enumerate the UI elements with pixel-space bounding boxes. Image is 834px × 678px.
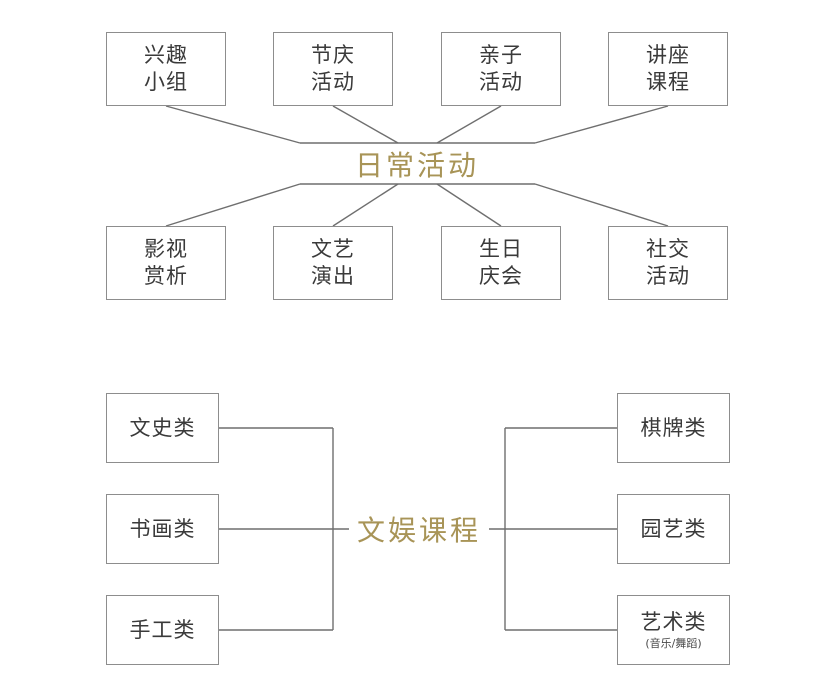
connector-bottom-3 xyxy=(436,183,502,227)
node-label-line2: 小组 xyxy=(144,70,188,94)
hub-label-daily-activities: 日常活动 xyxy=(327,148,507,182)
node-label-line2: 课程 xyxy=(646,70,690,94)
connector-top-1 xyxy=(165,105,301,144)
node-label-line1: 讲座 xyxy=(646,43,690,68)
node-course-right-3[interactable]: 艺术类 (音乐/舞蹈) xyxy=(617,595,730,665)
node-daily-top-2[interactable]: 节庆 活动 xyxy=(273,32,393,106)
node-label-line1: 书画类 xyxy=(129,516,196,541)
node-daily-bottom-3[interactable]: 生日 庆会 xyxy=(441,226,561,300)
node-label-line1: 文艺 xyxy=(311,237,355,262)
node-label-line1: 影视 xyxy=(144,237,188,262)
node-label-line2: 赏析 xyxy=(144,264,188,288)
node-label-line1: 节庆 xyxy=(311,43,355,68)
connector-top-3 xyxy=(436,105,502,144)
node-label-line1: 亲子 xyxy=(479,43,523,68)
node-daily-top-4[interactable]: 讲座 课程 xyxy=(608,32,728,106)
connector-bottom-4 xyxy=(534,183,669,227)
node-label-line1: 棋牌类 xyxy=(640,415,707,440)
node-label-line2: 庆会 xyxy=(479,264,523,288)
connector-bottom-2 xyxy=(332,183,399,227)
node-label-line1: 园艺类 xyxy=(640,516,707,541)
node-label-line1: 文史类 xyxy=(129,415,196,440)
node-daily-top-3[interactable]: 亲子 活动 xyxy=(441,32,561,106)
node-course-left-3[interactable]: 手工类 xyxy=(106,595,219,665)
node-label-subtitle: (音乐/舞蹈) xyxy=(645,637,702,651)
connector-bottom-1 xyxy=(165,183,301,227)
node-daily-bottom-2[interactable]: 文艺 演出 xyxy=(273,226,393,300)
node-label-line2: 活动 xyxy=(311,70,355,94)
node-daily-bottom-1[interactable]: 影视 赏析 xyxy=(106,226,226,300)
node-label-line1: 生日 xyxy=(479,237,523,262)
connector-top-4 xyxy=(534,105,669,144)
node-course-left-1[interactable]: 文史类 xyxy=(106,393,219,463)
node-label-line2: 活动 xyxy=(646,264,690,288)
node-course-left-2[interactable]: 书画类 xyxy=(106,494,219,564)
hub-label-culture-courses: 文娱课程 xyxy=(349,509,489,549)
node-label-line2: 活动 xyxy=(479,70,523,94)
node-label-line1: 手工类 xyxy=(129,617,196,642)
node-label-line1: 艺术类 xyxy=(640,609,707,634)
connector-top-2 xyxy=(332,105,399,144)
node-label-line1: 社交 xyxy=(646,237,690,262)
node-label-line1: 兴趣 xyxy=(144,43,188,68)
node-daily-top-1[interactable]: 兴趣 小组 xyxy=(106,32,226,106)
node-course-right-1[interactable]: 棋牌类 xyxy=(617,393,730,463)
node-label-line2: 演出 xyxy=(311,264,355,288)
node-daily-bottom-4[interactable]: 社交 活动 xyxy=(608,226,728,300)
node-course-right-2[interactable]: 园艺类 xyxy=(617,494,730,564)
